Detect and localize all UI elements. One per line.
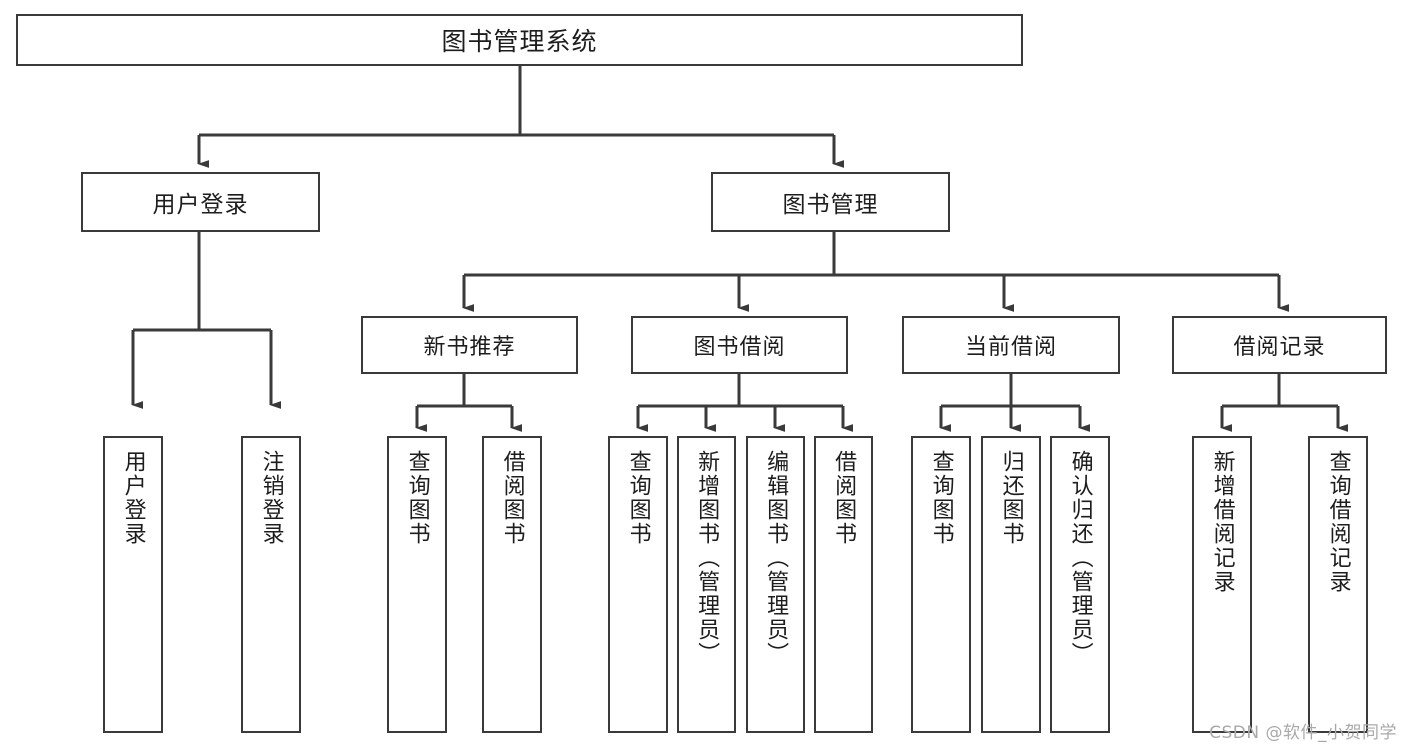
node-label: 用户登录 — [152, 192, 249, 218]
leaf-user-login[interactable]: 用户登录 — [103, 436, 163, 733]
node-label: 新增图书（管理员） — [694, 450, 720, 666]
node-label: 当前借阅 — [964, 335, 1057, 360]
node-borrowing-records[interactable]: 借阅记录 — [1172, 316, 1387, 374]
node-label: 图书管理 — [782, 192, 879, 218]
node-root-book-management-system[interactable]: 图书管理系统 — [16, 14, 1023, 66]
watermark: CSDN @软件_小贺同学 — [1209, 723, 1397, 743]
node-label: 查询图书 — [625, 450, 651, 546]
node-current-borrowing[interactable]: 当前借阅 — [902, 316, 1120, 374]
node-label: 查询借阅记录 — [1325, 450, 1351, 594]
leaf-query-books-new-recommend[interactable]: 查询图书 — [387, 436, 447, 733]
leaf-borrow-books-new-recommend[interactable]: 借阅图书 — [482, 436, 542, 733]
node-user-login[interactable]: 用户登录 — [81, 172, 320, 232]
node-label: 图书借阅 — [693, 335, 786, 360]
leaf-add-borrow-record[interactable]: 新增借阅记录 — [1192, 436, 1252, 733]
node-label: 查询图书 — [404, 450, 430, 546]
node-label: 图书管理系统 — [441, 27, 598, 56]
node-label: 新书推荐 — [423, 335, 516, 360]
leaf-logout[interactable]: 注销登录 — [241, 436, 301, 733]
leaf-query-borrow-record[interactable]: 查询借阅记录 — [1308, 436, 1368, 733]
node-label: 借阅记录 — [1233, 335, 1326, 360]
node-label: 确认归还（管理员） — [1067, 450, 1093, 666]
leaf-add-book-admin[interactable]: 新增图书（管理员） — [677, 436, 736, 733]
node-label: 用户登录 — [120, 450, 146, 546]
leaf-edit-book-admin[interactable]: 编辑图书（管理员） — [746, 436, 805, 733]
node-label: 注销登录 — [258, 450, 284, 546]
leaf-confirm-return-admin[interactable]: 确认归还（管理员） — [1050, 436, 1110, 733]
node-book-management[interactable]: 图书管理 — [711, 172, 950, 232]
leaf-query-books-current[interactable]: 查询图书 — [911, 436, 971, 733]
leaf-borrow-books-borrowing[interactable]: 借阅图书 — [814, 436, 873, 733]
leaf-query-books-borrowing[interactable]: 查询图书 — [608, 436, 668, 733]
node-label: 借阅图书 — [831, 450, 857, 546]
node-label: 归还图书 — [998, 450, 1024, 546]
node-new-book-recommendation[interactable]: 新书推荐 — [361, 316, 578, 374]
node-label: 借阅图书 — [499, 450, 525, 546]
node-label: 新增借阅记录 — [1209, 450, 1235, 594]
leaf-return-books[interactable]: 归还图书 — [981, 436, 1041, 733]
node-book-borrowing[interactable]: 图书借阅 — [631, 316, 848, 374]
node-label: 编辑图书（管理员） — [763, 450, 789, 666]
node-label: 查询图书 — [928, 450, 954, 546]
